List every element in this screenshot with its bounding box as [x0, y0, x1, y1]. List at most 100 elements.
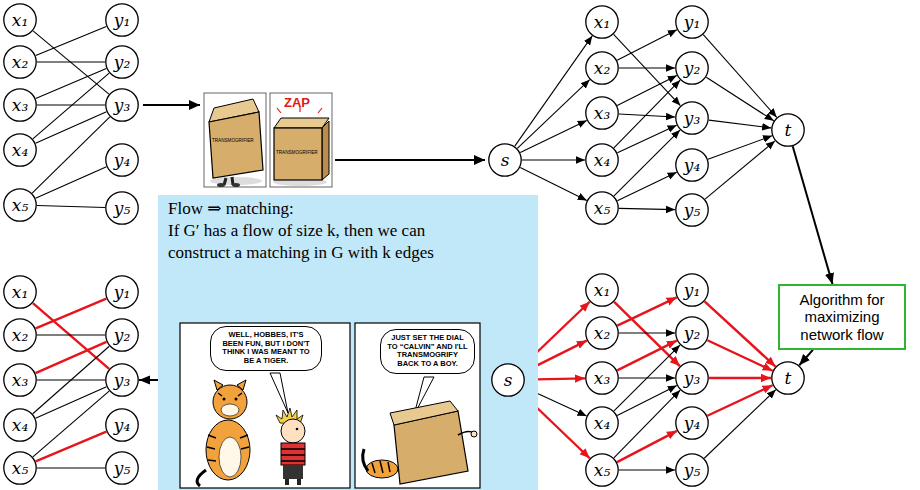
node-text: y₃	[114, 372, 130, 389]
node-text: x₄	[594, 415, 610, 432]
graph-vertex: y₁	[675, 273, 709, 307]
speech-bubble: WELL, HOBBES, IT'S BEEN FUN, BUT I DON'T…	[210, 326, 322, 371]
hand	[458, 431, 477, 437]
graph-vertex: y₄	[105, 408, 139, 442]
flow-edge	[617, 297, 676, 325]
node-text: y₃	[114, 97, 130, 114]
comic-panel	[180, 323, 350, 488]
graph-vertex: y₃	[105, 88, 139, 122]
node-text: x₁	[594, 282, 610, 299]
graph-vertex: y₃	[105, 363, 139, 397]
node-text: y₄	[684, 415, 700, 432]
graph-edge	[515, 36, 592, 146]
graph-vertex: x₃	[585, 361, 619, 395]
node-text: x₅	[594, 200, 610, 217]
flow-edge	[707, 340, 772, 371]
graph-vertex: x₄	[3, 408, 37, 442]
node-text: x₅	[594, 462, 610, 479]
graph-vertex: x₂	[585, 51, 619, 85]
graph-edge	[517, 80, 589, 149]
flow-edge	[707, 385, 772, 416]
graph-vertex: x₅	[3, 451, 37, 485]
node-text: x₃	[594, 370, 610, 387]
flow-edge	[36, 432, 107, 462]
graph-vertex: y₂	[675, 51, 709, 85]
graph-vertex: x₂	[3, 45, 37, 79]
graph-vertex: x₂	[585, 316, 619, 350]
tiger-legs	[363, 449, 398, 478]
graph-edge	[617, 125, 676, 153]
graph-vertex: s	[491, 363, 525, 397]
graph-edge	[619, 332, 675, 333]
graph-edge	[619, 469, 675, 470]
node-text: y₅	[684, 202, 700, 219]
graph-vertex: y₁	[105, 275, 139, 309]
graph-edge	[37, 206, 105, 208]
graph-vertex: y₃	[675, 361, 709, 395]
node-text: y₄	[114, 152, 130, 169]
flow-edge	[709, 377, 771, 379]
graph-edge	[32, 117, 110, 193]
graph-vertex: x₁	[3, 275, 37, 309]
node-text: WELL, HOBBES, IT'S BEEN FUN, BUT I DON'T…	[217, 331, 315, 366]
graph-edge	[704, 390, 775, 458]
node-text: Algorithm for maximizing network flow	[786, 291, 898, 343]
graph-edge	[703, 35, 776, 118]
node-text: t	[785, 122, 792, 139]
graph-edge	[36, 112, 107, 143]
node-text: x₃	[12, 372, 28, 389]
graph-vertex: y₄	[675, 148, 709, 182]
node-text: s	[501, 152, 510, 169]
graph-vertex: x₅	[3, 188, 37, 222]
graph-edge	[37, 61, 105, 62]
node-text: y₄	[114, 417, 130, 434]
graph-vertex: y₂	[105, 45, 139, 79]
graph-edge	[617, 30, 677, 61]
graph-vertex: y₃	[675, 101, 709, 135]
graph-vertex: y₅	[105, 191, 139, 225]
graph-edge	[37, 334, 105, 335]
transmogrifier-panel	[270, 93, 332, 187]
graph-vertex: y₅	[105, 451, 139, 485]
flow-arrow	[335, 159, 485, 161]
graph-vertex: x₂	[3, 318, 37, 352]
node-text: x₂	[594, 60, 610, 77]
node-text: If G′ has a flow of size k, then we can …	[168, 220, 468, 264]
node-text: y₂	[684, 60, 700, 77]
graph-vertex: x₃	[3, 363, 37, 397]
graph-edge	[708, 136, 772, 159]
flow-arrow	[799, 350, 813, 365]
graph-vertex: y₅	[675, 453, 709, 487]
graph-edge	[33, 346, 110, 414]
flow-arrow	[143, 104, 200, 106]
graph-edge	[520, 120, 586, 152]
graph-edge	[619, 67, 675, 68]
graph-vertex: t	[771, 113, 805, 147]
algorithm-box: Algorithm for maximizing network flow	[778, 284, 906, 350]
hobbes-figure	[197, 380, 250, 486]
graph-edge	[617, 386, 677, 416]
flow-arrow	[139, 379, 158, 381]
node-text: y₅	[114, 200, 130, 217]
node-text: y₃	[684, 110, 700, 127]
node-text: x₂	[594, 325, 610, 342]
node-text: x₃	[12, 97, 28, 114]
transmogrifier-panel	[204, 93, 266, 187]
node-text: y₅	[114, 460, 130, 477]
flow-edge	[36, 299, 107, 329]
node-text: y₁	[684, 14, 700, 31]
node-text: y₁	[114, 12, 130, 29]
node-text: y₁	[114, 284, 130, 301]
graph-vertex: y₂	[105, 318, 139, 352]
graph-edge	[619, 208, 675, 209]
calvin-figure	[276, 408, 305, 485]
graph-vertex: x₄	[585, 406, 619, 440]
node-text: x₁	[12, 284, 28, 301]
node-text: x₃	[594, 105, 610, 122]
speech-bubble: JUST SET THE DIAL TO “CALVIN” AND I'LL T…	[380, 329, 475, 374]
node-text: y₂	[684, 325, 700, 342]
graph-vertex: x₄	[3, 133, 37, 167]
graph-vertex: x₄	[585, 143, 619, 177]
